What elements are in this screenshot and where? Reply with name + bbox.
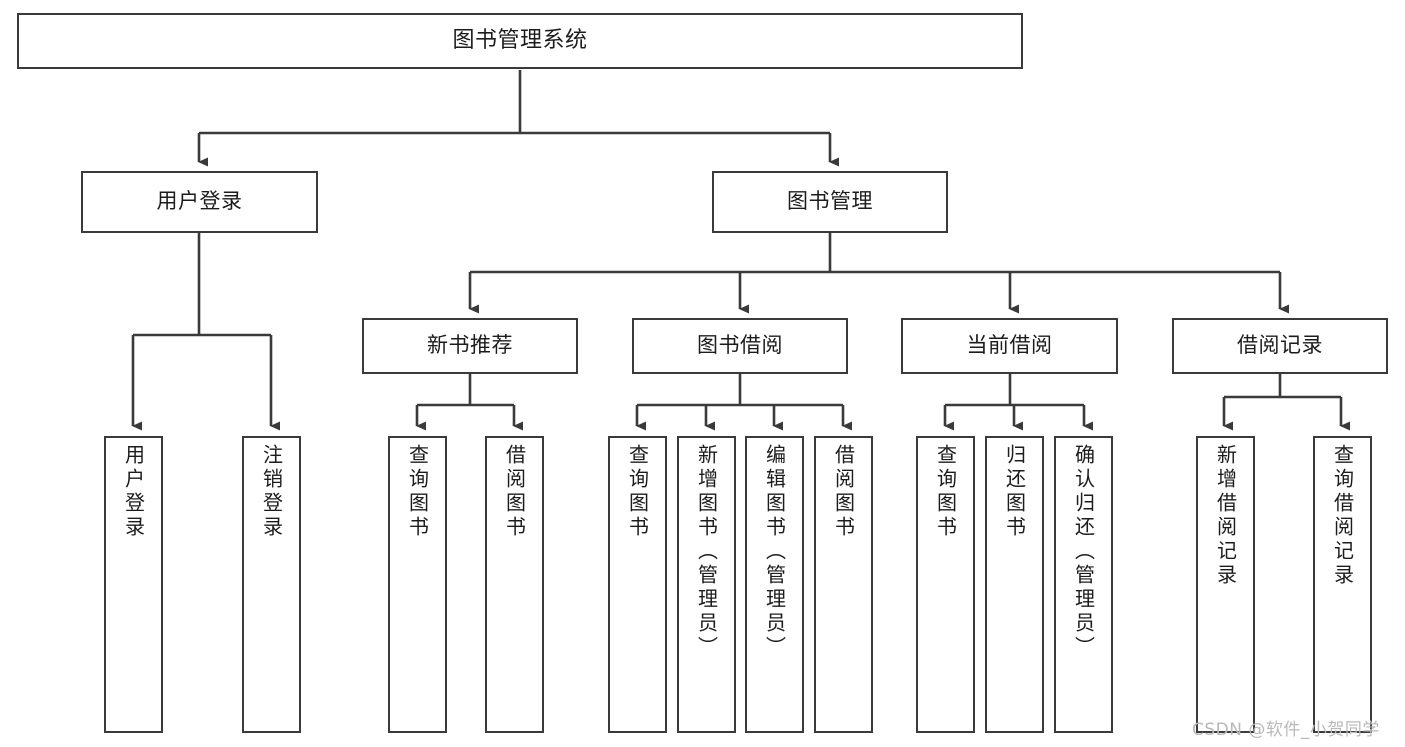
node-label: 图书管理系统	[452, 27, 588, 53]
node-label: 新增图书（管理员）	[694, 444, 719, 660]
node-current-borrow[interactable]: 当前借阅	[901, 318, 1118, 374]
node-label: 注销登录	[259, 444, 284, 540]
node-label: 当前借阅	[966, 333, 1053, 358]
leaf-current-borrow-confirm-return-admin[interactable]: 确认归还（管理员）	[1054, 436, 1113, 733]
node-new-book-recommend[interactable]: 新书推荐	[362, 318, 578, 374]
node-label: 借阅图书	[502, 444, 527, 540]
node-label: 编辑图书（管理员）	[762, 444, 787, 660]
leaf-book-borrow-edit-book-admin[interactable]: 编辑图书（管理员）	[745, 436, 804, 733]
node-label: 查询图书	[405, 444, 430, 540]
leaf-book-borrow-query-book[interactable]: 查询图书	[608, 436, 667, 733]
leaf-book-borrow-add-book-admin[interactable]: 新增图书（管理员）	[677, 436, 736, 733]
node-label: 借阅图书	[831, 444, 856, 540]
leaf-current-borrow-return-book[interactable]: 归还图书	[985, 436, 1044, 733]
node-label: 确认归还（管理员）	[1071, 444, 1096, 660]
leaf-new-book-query-book[interactable]: 查询图书	[388, 436, 447, 733]
leaf-current-borrow-query-book[interactable]: 查询图书	[916, 436, 975, 733]
csdn-watermark: CSDN @软件_小贺同学	[1192, 720, 1380, 740]
node-label: 图书管理	[787, 189, 873, 214]
node-root-book-management-system[interactable]: 图书管理系统	[17, 13, 1023, 69]
node-label: 新增借阅记录	[1213, 444, 1238, 588]
leaf-borrow-record-add-record[interactable]: 新增借阅记录	[1196, 436, 1255, 733]
node-label: 图书借阅	[697, 333, 783, 358]
node-label: 用户登录	[156, 189, 243, 214]
leaf-book-borrow-borrow-book[interactable]: 借阅图书	[814, 436, 873, 733]
leaf-user-login-logout[interactable]: 注销登录	[242, 436, 301, 733]
node-label: 用户登录	[121, 444, 146, 540]
node-label: 归还图书	[1002, 444, 1027, 540]
leaf-new-book-borrow-book[interactable]: 借阅图书	[485, 436, 544, 733]
node-label: 借阅记录	[1237, 333, 1323, 358]
node-label: 查询借阅记录	[1330, 444, 1355, 588]
node-user-login[interactable]: 用户登录	[81, 171, 318, 233]
node-book-borrow[interactable]: 图书借阅	[632, 318, 848, 374]
node-label: 查询图书	[625, 444, 650, 540]
node-label: 查询图书	[933, 444, 958, 540]
node-label: 新书推荐	[427, 333, 513, 358]
node-book-management[interactable]: 图书管理	[712, 171, 948, 233]
leaf-user-login-login[interactable]: 用户登录	[104, 436, 163, 733]
leaf-borrow-record-query-record[interactable]: 查询借阅记录	[1313, 436, 1372, 733]
node-borrow-record[interactable]: 借阅记录	[1172, 318, 1388, 374]
